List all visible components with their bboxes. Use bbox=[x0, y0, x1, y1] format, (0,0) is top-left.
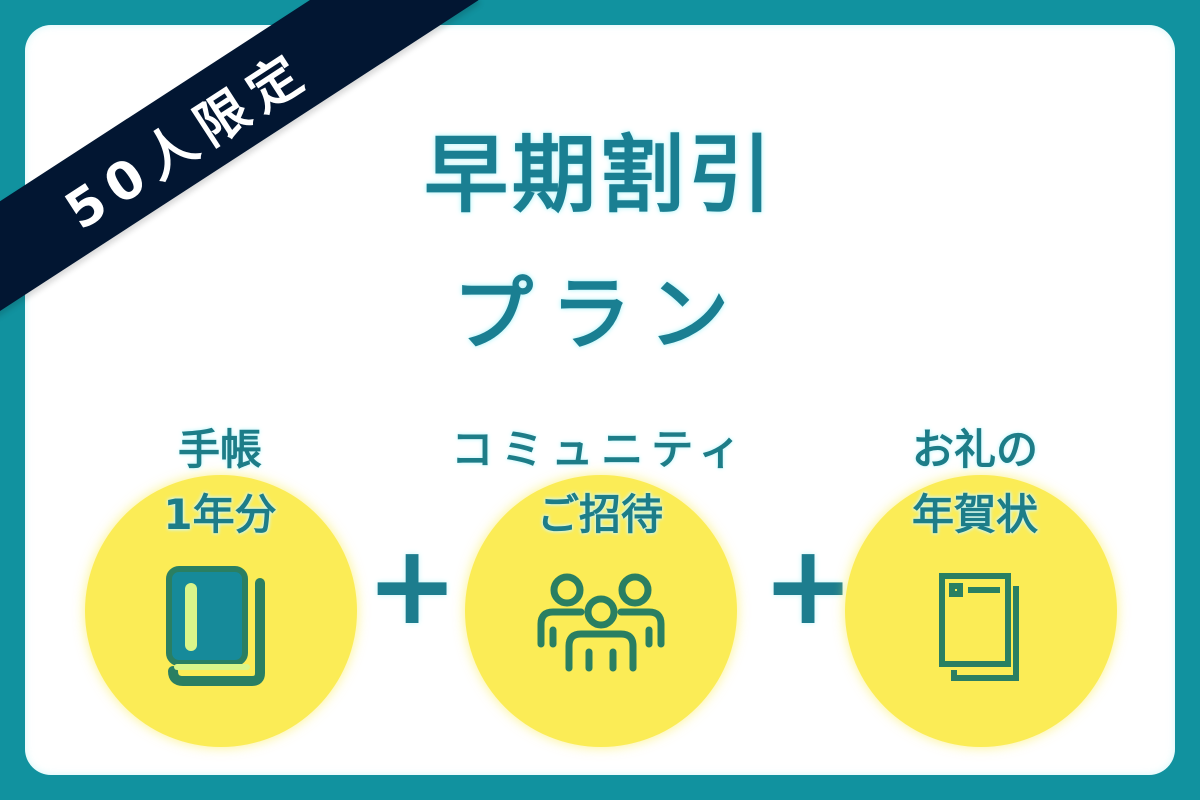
title-plan: プラン bbox=[453, 268, 747, 361]
item-label-line2: 1年分 bbox=[163, 490, 277, 539]
notebook-icon bbox=[166, 566, 265, 686]
yellow-circle bbox=[465, 475, 737, 747]
item-label-line1: お礼の bbox=[911, 425, 1038, 474]
item-label-line1: 手帳 bbox=[177, 425, 262, 474]
group-people-icon bbox=[537, 573, 665, 672]
item-label-line2: 年賀状 bbox=[911, 490, 1038, 539]
item-label-line2: ご招待 bbox=[536, 490, 663, 539]
plus-separator: + bbox=[762, 521, 855, 649]
plus-separator: + bbox=[366, 521, 459, 649]
yellow-circle bbox=[845, 475, 1117, 747]
title-early-discount: 早期割引 bbox=[423, 126, 776, 224]
documents-icon bbox=[939, 573, 1019, 681]
item-label-line1: コミュニティ bbox=[451, 425, 749, 474]
